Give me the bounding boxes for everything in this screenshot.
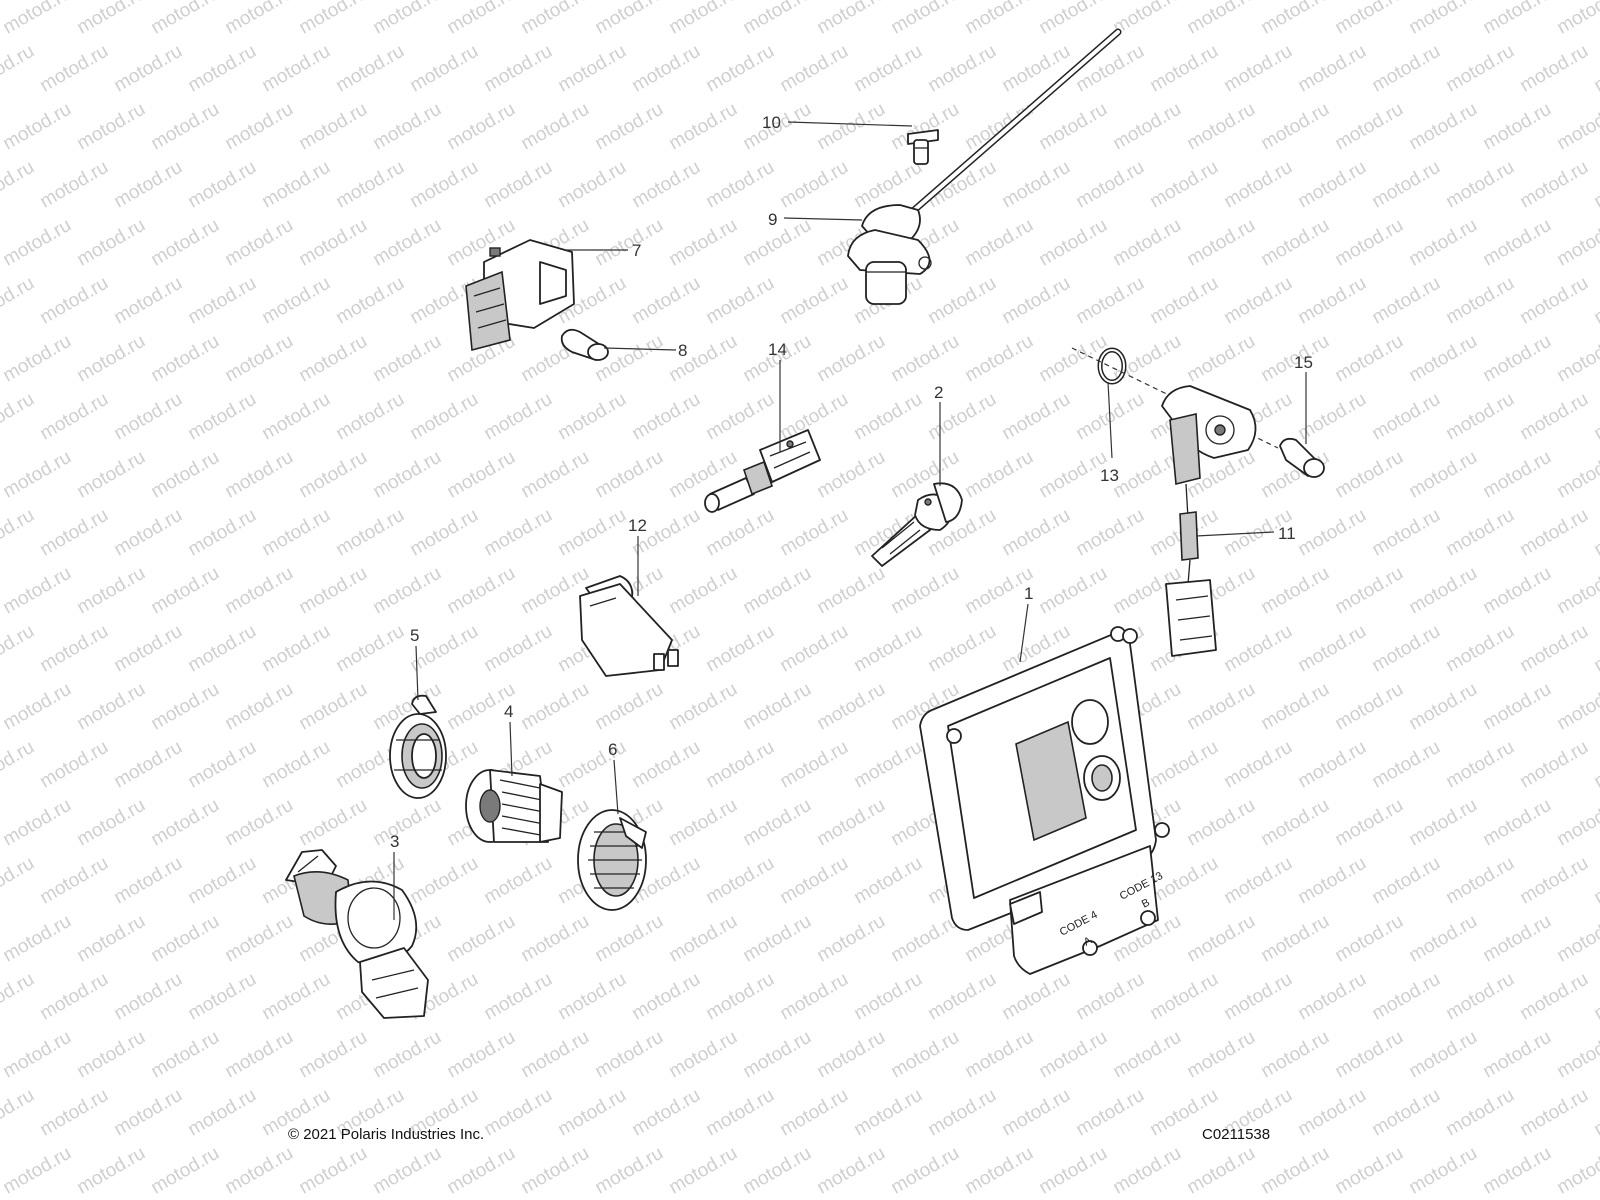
callout-5: 5 xyxy=(410,626,419,645)
figure-code: C0211538 xyxy=(1202,1126,1271,1143)
part-15-screw xyxy=(1279,437,1325,478)
part-12-power-socket xyxy=(579,575,679,677)
part-11-throttle-position-sensor xyxy=(1161,385,1257,657)
callout-8: 8 xyxy=(678,341,687,360)
callout-numbers: 10 9 7 8 14 2 15 13 11 12 1 5 4 6 3 xyxy=(390,113,1313,851)
part-10-bolt xyxy=(907,129,939,165)
callout-3: 3 xyxy=(390,832,399,851)
part-6-threaded-ring xyxy=(577,809,647,911)
callout-4: 4 xyxy=(504,702,513,721)
callout-11: 11 xyxy=(1278,524,1296,543)
callout-12: 12 xyxy=(628,516,647,535)
part-3-ignition-switch xyxy=(285,849,429,1019)
callout-2: 2 xyxy=(934,383,943,402)
part-13-o-ring xyxy=(1097,347,1127,385)
part-7-map-sensor xyxy=(465,239,575,352)
callout-9: 9 xyxy=(768,210,777,229)
callout-7: 7 xyxy=(632,241,641,260)
callout-6: 6 xyxy=(608,740,617,759)
part-2-speed-sensor xyxy=(871,482,963,567)
part-1-ecu: CODE 4 A CODE 13 B xyxy=(919,626,1170,975)
callout-14: 14 xyxy=(768,340,787,359)
callout-15: 15 xyxy=(1294,353,1313,372)
part-8-screw xyxy=(560,328,609,361)
part-9-crank-sensor xyxy=(847,28,1122,305)
copyright-notice: © 2021 Polaris Industries Inc. xyxy=(288,1126,485,1143)
callout-1: 1 xyxy=(1024,584,1033,603)
part-5-ring-nut xyxy=(389,694,447,799)
part-14-temp-sensor xyxy=(704,429,821,513)
part-4-threaded-housing xyxy=(465,769,563,843)
callout-10: 10 xyxy=(762,113,781,132)
callout-13: 13 xyxy=(1100,466,1119,485)
leader-lines xyxy=(393,121,1307,920)
